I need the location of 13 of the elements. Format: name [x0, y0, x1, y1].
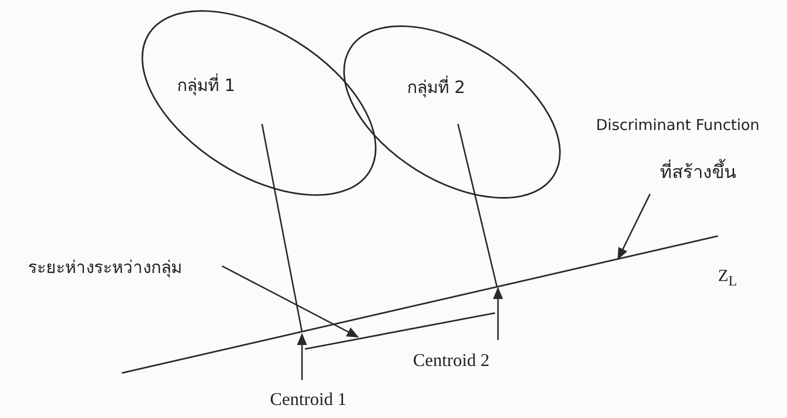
label-text: Centroid 1	[270, 389, 346, 411]
label-text: Discriminant Function	[596, 116, 760, 134]
label-text: กลุ่มที่ 2	[407, 78, 466, 98]
projection-line	[261, 124, 303, 332]
label-text: Centroid 2	[413, 350, 490, 372]
label-text: กลุ่มที่ 1	[177, 76, 236, 96]
arrow	[222, 265, 359, 338]
projection-line	[457, 124, 498, 288]
label-text: ระยะห่างระหว่างกลุ่ม	[28, 258, 182, 278]
arrow	[493, 287, 503, 340]
arrow	[297, 333, 307, 380]
arrow	[617, 194, 651, 260]
axis-label: Z$_{L}$	[718, 266, 738, 290]
